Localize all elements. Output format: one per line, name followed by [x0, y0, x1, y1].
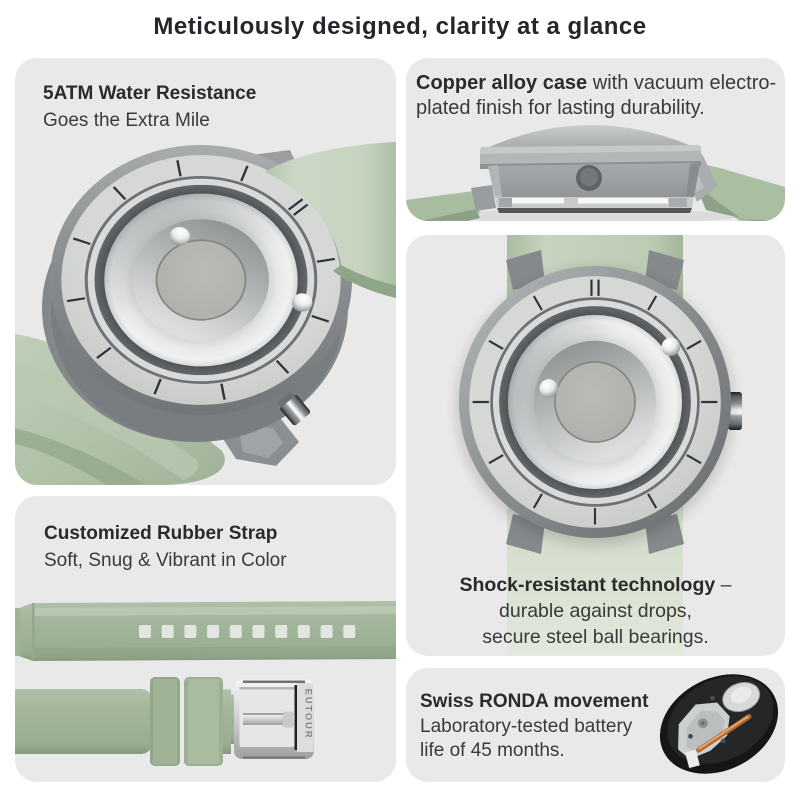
- svg-text:EUTOUR: EUTOUR: [303, 689, 314, 740]
